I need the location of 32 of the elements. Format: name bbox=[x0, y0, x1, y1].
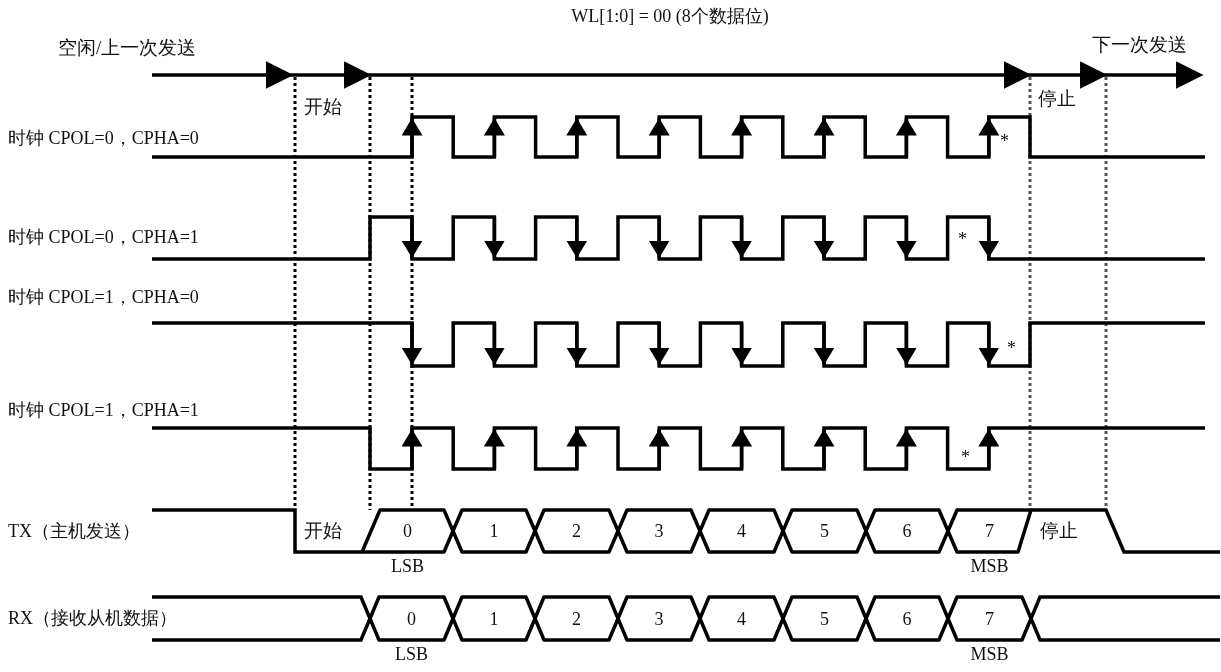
data-bit-cell: 5 bbox=[783, 510, 866, 552]
bit-order-label: MSB bbox=[970, 644, 1009, 664]
data-bit-cell: 4 bbox=[700, 510, 783, 552]
phase-label: 空闲/上一次发送 bbox=[58, 37, 197, 59]
bit-order-label: LSB bbox=[395, 644, 428, 664]
data-bit-cell: 2 bbox=[535, 597, 618, 640]
diagram-title: WL[1:0] = 00 (8个数据位) bbox=[570, 5, 770, 28]
data-bit-cell: 1 bbox=[453, 597, 535, 640]
data-bit-cell: 1 bbox=[453, 510, 535, 552]
phase-label: 下一次发送 bbox=[1092, 34, 1187, 56]
edge-note: * bbox=[958, 228, 967, 250]
signal-label: 时钟 CPOL=1，CPHA=0 bbox=[8, 286, 199, 308]
signal-label: 时钟 CPOL=1，CPHA=1 bbox=[8, 399, 199, 421]
signal-label: TX（主机发送） bbox=[8, 520, 140, 542]
data-bit-cell: 6 bbox=[866, 597, 948, 640]
signal-label: 时钟 CPOL=0，CPHA=1 bbox=[8, 226, 199, 248]
data-bit-cell: 3 bbox=[618, 597, 700, 640]
data-bit-cell: 3 bbox=[618, 510, 700, 552]
signal-label: 时钟 CPOL=0，CPHA=0 bbox=[8, 127, 199, 149]
data-bit-cell: 4 bbox=[700, 597, 783, 640]
data-bit-cell: 2 bbox=[535, 510, 618, 552]
bit-order-label: MSB bbox=[970, 556, 1009, 576]
edge-note: * bbox=[1007, 337, 1016, 359]
phase-label: 开始 bbox=[304, 520, 342, 542]
phase-label: 开始 bbox=[304, 96, 342, 118]
edge-note: * bbox=[961, 446, 970, 468]
edge-note: * bbox=[1000, 130, 1009, 152]
signal-label: RX（接收从机数据） bbox=[8, 607, 177, 629]
phase-label: 停止 bbox=[1038, 88, 1076, 110]
data-bit-cell: 5 bbox=[783, 597, 866, 640]
bit-order-label: LSB bbox=[391, 556, 424, 576]
data-bit-cell: 6 bbox=[866, 510, 948, 552]
